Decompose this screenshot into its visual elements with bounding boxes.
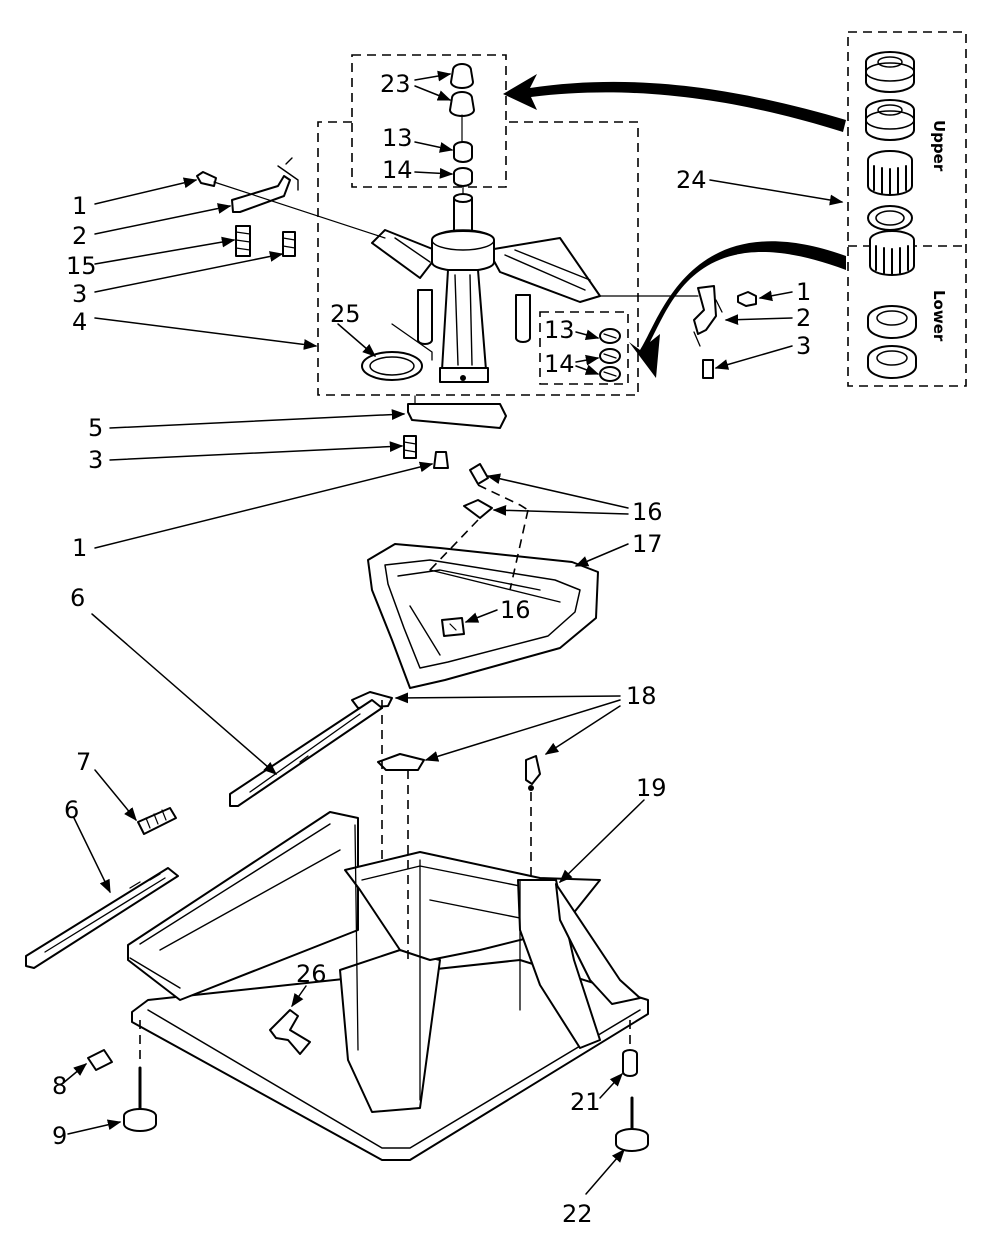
kit-lower-label: Lower — [930, 290, 948, 342]
label-14-side: 14 — [544, 350, 575, 378]
side-bearings — [599, 328, 621, 382]
label-2-right: 2 — [796, 304, 811, 332]
bearing-kit: Upper Lower — [865, 51, 948, 379]
label-22: 22 — [562, 1200, 593, 1228]
label-21: 21 — [570, 1088, 601, 1116]
seal-25 — [361, 323, 433, 381]
mechanism-hub — [431, 230, 495, 272]
label-13-top: 13 — [382, 124, 413, 152]
lower-kit-arrow — [629, 241, 846, 378]
upper-roller-bearing — [867, 150, 913, 196]
mechanism-leg-right — [515, 294, 531, 343]
bracket-2-right — [693, 285, 717, 335]
label-3-top-left: 3 — [72, 280, 87, 308]
rails-and-spring — [25, 699, 383, 969]
label-6-lower: 6 — [64, 796, 79, 824]
screw-1-right — [737, 291, 757, 307]
label-2-top-left: 2 — [72, 222, 87, 250]
foot-22 — [615, 1096, 649, 1152]
label-1-right: 1 — [796, 278, 811, 306]
mechanism-arm-left — [371, 229, 441, 279]
foot-9 — [123, 1066, 157, 1132]
mechanism-box — [317, 121, 639, 396]
top-bearing-stack — [449, 63, 475, 196]
label-25: 25 — [330, 300, 361, 328]
bearing-23-lower — [449, 91, 475, 117]
label-7: 7 — [76, 748, 91, 776]
bushing-21 — [622, 1049, 638, 1077]
bearing-23-upper — [450, 63, 474, 89]
bearing-14-top — [453, 167, 473, 187]
lower-race-2 — [867, 345, 917, 379]
link-5 — [407, 403, 507, 429]
label-14-top: 14 — [382, 156, 413, 184]
label-4: 4 — [72, 308, 87, 336]
right-bracket-assembly — [599, 285, 757, 379]
label-3-lower: 3 — [88, 446, 103, 474]
bearing-13-top — [453, 141, 473, 163]
leader-lines — [61, 70, 844, 1195]
lower-link-assembly — [403, 395, 507, 469]
cap-8 — [87, 1049, 113, 1071]
label-3-right: 3 — [796, 332, 811, 360]
label-26: 26 — [296, 960, 327, 988]
glide-18-right — [525, 755, 541, 785]
label-13-side: 13 — [544, 316, 575, 344]
side-bearing-box — [539, 311, 629, 385]
label-24: 24 — [676, 166, 707, 194]
label-9: 9 — [52, 1122, 67, 1150]
screw-1-left — [196, 171, 217, 187]
label-5: 5 — [88, 414, 103, 442]
label-18: 18 — [626, 682, 657, 710]
label-16-lower: 16 — [500, 596, 531, 624]
upper-race — [867, 205, 913, 231]
upper-seal-1 — [865, 51, 915, 93]
kit-upper-label: Upper — [930, 120, 948, 172]
label-8: 8 — [52, 1072, 67, 1100]
clip-16-top — [469, 463, 489, 485]
left-bracket-assembly — [196, 157, 386, 257]
frame-17-assembly — [367, 463, 599, 689]
label-19: 19 — [636, 774, 667, 802]
gear-mechanism — [371, 193, 601, 383]
mechanism-leg-left — [417, 289, 433, 345]
dashed-boxes — [317, 31, 967, 396]
lower-roller-bearing — [869, 230, 915, 276]
clip-26 — [269, 1009, 311, 1055]
bolt-1-lower — [433, 451, 449, 469]
label-6-upper: 6 — [70, 584, 85, 612]
label-1-lower: 1 — [72, 534, 87, 562]
spring-3-left — [282, 231, 296, 257]
lower-race-1 — [867, 305, 917, 339]
mechanism-center-post — [441, 269, 487, 371]
part-labels: 1 2 15 3 4 25 23 13 14 24 1 2 3 13 14 5 … — [52, 70, 811, 1228]
label-1-top-left: 1 — [72, 192, 87, 220]
upper-seal-2 — [865, 99, 915, 141]
glide-18-middle — [377, 753, 425, 771]
frame-far-right — [555, 883, 641, 1005]
clip-16-middle — [463, 499, 493, 519]
curved-arrows — [503, 74, 846, 378]
spring-3-right — [702, 359, 714, 379]
label-15: 15 — [66, 252, 97, 280]
spring-3-lower — [403, 435, 417, 459]
upper-kit-arrow — [503, 74, 846, 132]
bearing-detail-box — [351, 54, 507, 188]
label-23: 23 — [380, 70, 411, 98]
feet — [87, 700, 649, 1152]
frame-left-wall — [127, 811, 359, 1001]
label-16-upper: 16 — [632, 498, 663, 526]
mechanism-arm-right — [487, 237, 601, 303]
kit-box — [847, 31, 967, 387]
label-17: 17 — [632, 530, 663, 558]
bracket-2-left — [231, 175, 291, 213]
